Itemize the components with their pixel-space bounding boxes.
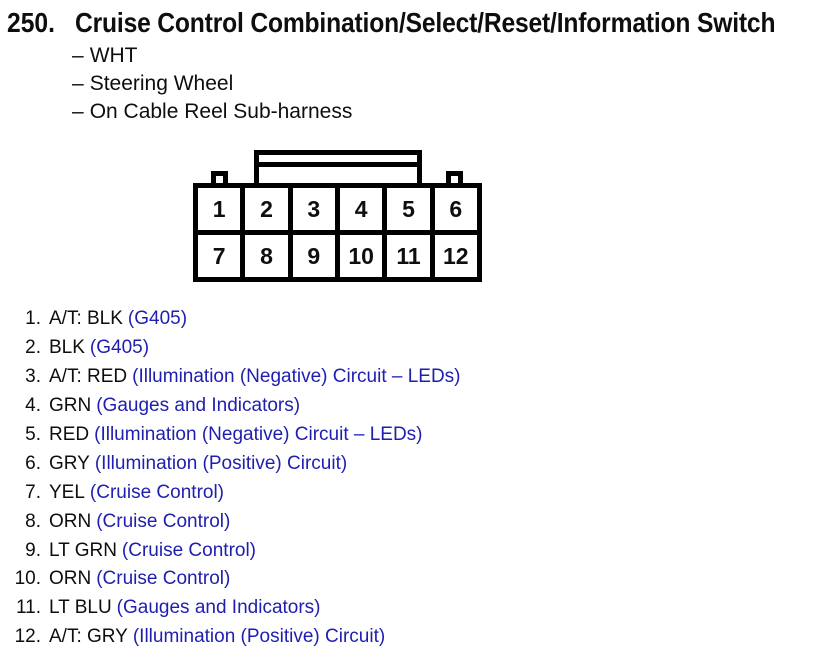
pin-number: 10. <box>14 568 41 590</box>
pin-number: 11. <box>15 597 41 619</box>
pin-number: 12. <box>14 626 41 648</box>
pin-cell-3: 3 <box>292 188 335 230</box>
pin-cell-5: 5 <box>387 188 430 230</box>
circuit-label: (Gauges and Indicators) <box>96 395 301 417</box>
pin-cell-10: 10 <box>339 235 383 277</box>
wire-color: ORN <box>49 510 92 532</box>
wire-color: A/T: BLK <box>49 308 123 330</box>
pin-list-row: 1. A/T: BLK (G405) <box>14 305 461 334</box>
pin-number: 9. <box>25 539 41 561</box>
wire-color: YEL <box>49 481 85 503</box>
dash-bullet: – <box>72 44 84 67</box>
index-notch-right <box>446 171 463 183</box>
pin-list-row: 11. LT BLU (Gauges and Indicators) <box>14 594 461 623</box>
pin-list-row: 12. A/T: GRY (Illumination (Positive) Ci… <box>14 623 461 652</box>
pin-list-row: 8. ORN (Cruise Control) <box>14 507 461 536</box>
circuit-label: (Cruise Control) <box>96 510 231 532</box>
pin-cell-7: 7 <box>198 235 241 277</box>
pin-number: 7. <box>25 481 41 503</box>
wire-color: GRY <box>49 452 90 474</box>
pin-list-row: 4. GRN (Gauges and Indicators) <box>14 392 461 421</box>
connector-body: 1 2 3 4 5 6 7 8 9 10 11 12 <box>193 183 482 282</box>
pin-number: 2. <box>25 337 41 359</box>
attribute-row-harness: – On Cable Reel Sub-harness <box>72 98 352 126</box>
latch-tab-line <box>259 162 417 167</box>
pin-number: 1. <box>25 308 41 330</box>
wire-color: RED <box>49 424 90 445</box>
attribute-label: On Cable Reel Sub-harness <box>89 100 353 123</box>
pin-number: 8. <box>25 510 41 532</box>
pin-cell-9: 9 <box>292 235 335 277</box>
attribute-label: WHT <box>89 44 138 67</box>
circuit-label: (G405) <box>89 337 150 359</box>
circuit-label: (Illumination (Positive) Circuit) <box>94 452 348 474</box>
wire-color: A/T: GRY <box>49 626 128 648</box>
wire-color: ORN <box>49 568 92 590</box>
circuit-label: (Cruise Control) <box>89 481 225 503</box>
pin-number: 6. <box>25 452 41 474</box>
circuit-label: (Gauges and Indicators) <box>116 597 321 619</box>
pin-list-row: 7. YEL (Cruise Control) <box>14 478 461 507</box>
attribute-row-location: – Steering Wheel <box>72 70 352 98</box>
wire-color: A/T: RED <box>49 366 128 388</box>
pin-list-row: 10. ORN (Cruise Control) <box>14 565 461 594</box>
connector-latch-tab <box>254 150 422 183</box>
section-number: 250. <box>7 7 55 38</box>
pin-number: 4. <box>25 395 41 417</box>
pin-list-row: 2. BLK (G405) <box>14 334 461 363</box>
pin-list-row: 6. GRY (Illumination (Positive) Circuit) <box>14 449 461 478</box>
wire-color: BLK <box>49 337 85 359</box>
pin-number: 5. <box>25 424 41 445</box>
attribute-label: Steering Wheel <box>89 72 234 95</box>
pin-cell-8: 8 <box>245 235 288 277</box>
pin-description-list: 1. A/T: BLK (G405) 2. BLK (G405) 3. A/T:… <box>14 305 461 652</box>
circuit-label: (Cruise Control) <box>121 539 257 561</box>
pin-list-row: 3. A/T: RED (Illumination (Negative) Cir… <box>14 363 461 392</box>
circuit-label: (Illumination (Positive) Circuit) <box>132 626 386 648</box>
wire-color: LT GRN <box>49 539 117 561</box>
pin-cell-12: 12 <box>434 235 477 277</box>
attribute-row-color: – WHT <box>72 42 352 70</box>
pin-list-row: 5. RED (Illumination (Negative) Circuit … <box>14 421 461 450</box>
index-notch-left <box>211 171 228 183</box>
circuit-label: (Illumination (Negative) Circuit – LEDs) <box>94 424 423 445</box>
dash-bullet: – <box>72 100 84 123</box>
circuit-label: (Cruise Control) <box>96 568 231 590</box>
connector-attributes: – WHT – Steering Wheel – On Cable Reel S… <box>72 42 352 126</box>
pin-cell-1: 1 <box>198 188 241 230</box>
pin-cell-2: 2 <box>245 188 288 230</box>
pin-list-row: 9. LT GRN (Cruise Control) <box>14 536 461 565</box>
circuit-label: (G405) <box>127 308 188 330</box>
pin-number: 3. <box>25 366 41 388</box>
wire-color: GRN <box>49 395 92 417</box>
pin-cell-6: 6 <box>434 188 477 230</box>
wire-color: LT BLU <box>49 597 112 619</box>
pin-cell-4: 4 <box>339 188 383 230</box>
circuit-label: (Illumination (Negative) Circuit – LEDs) <box>132 366 461 388</box>
page-title: Cruise Control Combination/Select/Reset/… <box>75 7 776 38</box>
pin-cell-11: 11 <box>387 235 430 277</box>
dash-bullet: – <box>72 72 84 95</box>
